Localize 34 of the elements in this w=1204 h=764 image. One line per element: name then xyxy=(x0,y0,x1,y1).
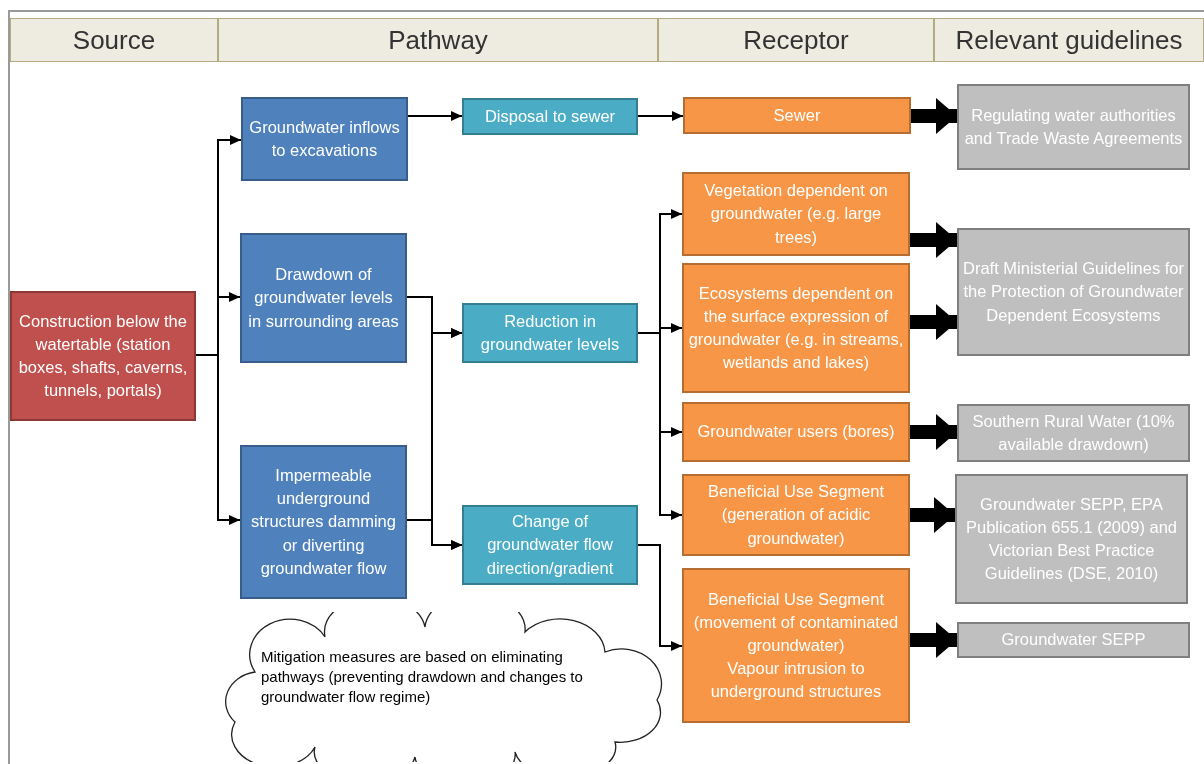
column-header: Pathway xyxy=(218,18,658,62)
guideline-box: Southern Rural Water (10% available drawdown) xyxy=(957,404,1190,462)
receptor-box: Beneficial Use Segment (generation of acidic groundwater) xyxy=(682,474,910,556)
pathway-box: Disposal to sewer xyxy=(462,98,638,135)
pathway-box: Groundwater inflows to excavations xyxy=(241,97,408,181)
guideline-box: Groundwater SEPP xyxy=(957,622,1190,658)
block-arrow xyxy=(910,414,957,450)
pathway-box: Reduction in groundwater levels xyxy=(462,303,638,363)
block-arrow xyxy=(910,622,957,658)
pathway-box: Drawdown of groundwater levels in surrounding areas xyxy=(240,233,407,363)
source-box: Construction below the watertable (station boxes, shafts, caverns, tunnels, portals) xyxy=(10,291,196,421)
receptor-box: Beneficial Use Segment (movement of contaminated groundwater) Vapour intrusion to underground structures xyxy=(682,568,910,723)
arrow xyxy=(637,111,684,121)
pathway-box: Change of groundwater flow direction/gradient xyxy=(462,505,638,585)
column-header: Source xyxy=(10,18,218,62)
guideline-box: Groundwater SEPP, EPA Publication 655.1 (2009) and Victorian Best Practice Guidelines (DSE, 2010) xyxy=(955,474,1188,604)
receptor-box: Groundwater users (bores) xyxy=(682,402,910,462)
arrow xyxy=(195,354,241,525)
block-arrow xyxy=(911,98,957,134)
pathway-box: Impermeable underground structures damming or diverting groundwater flow xyxy=(240,445,407,599)
column-header: Receptor xyxy=(658,18,934,62)
block-arrow xyxy=(910,222,957,258)
receptor-box: Ecosystems dependent on the surface expression of groundwater (e.g. in streams, wetlands and lakes) xyxy=(682,263,910,393)
arrow xyxy=(637,332,683,520)
guideline-box: Draft Ministerial Guidelines for the Protection of Groundwater Dependent Ecosystems xyxy=(957,228,1190,356)
guideline-box: Regulating water authorities and Trade Waste Agreements xyxy=(957,84,1190,170)
block-arrow xyxy=(910,497,955,533)
receptor-box: Vegetation dependent on groundwater (e.g. large trees) xyxy=(682,172,910,256)
column-header: Relevant guidelines xyxy=(934,18,1204,62)
arrow xyxy=(406,519,463,550)
arrow xyxy=(637,544,683,651)
block-arrow xyxy=(910,304,957,340)
arrow xyxy=(407,111,463,121)
receptor-box: Sewer xyxy=(683,97,911,134)
